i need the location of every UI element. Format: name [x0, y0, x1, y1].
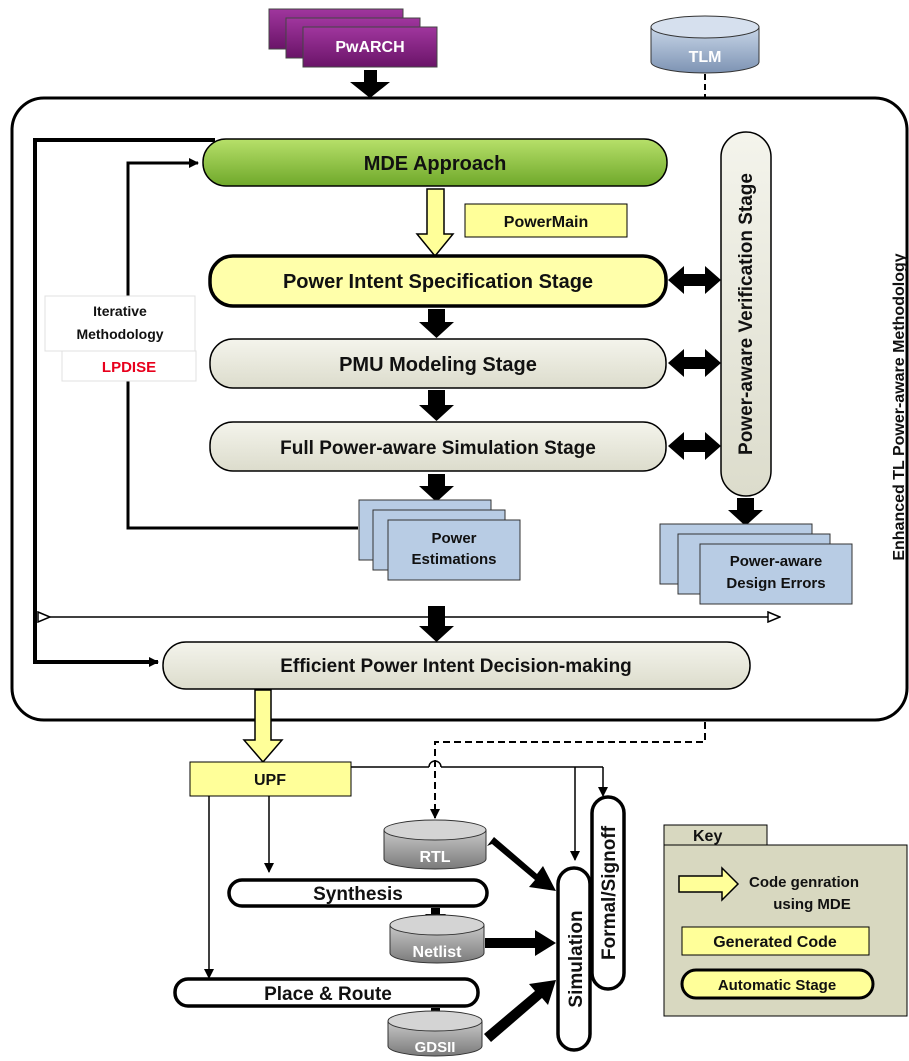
estimations-line1: Power — [431, 530, 476, 547]
errors-line2: Design Errors — [726, 575, 825, 592]
key-arrow-line2: using MDE — [773, 896, 851, 913]
gdsii-label: GDSII — [415, 1039, 456, 1056]
bidir-arrow-sim — [668, 432, 721, 460]
estimations-line2: Estimations — [411, 551, 496, 568]
pmu-modeling-stage: PMU Modeling Stage — [209, 338, 667, 389]
netlist-database: Netlist — [389, 914, 485, 964]
arrow-intent-to-pmu — [419, 309, 454, 338]
iterative-line2: Methodology — [76, 326, 163, 342]
pmu-modeling-label: PMU Modeling Stage — [339, 354, 537, 376]
simulation-label: Simulation — [566, 910, 587, 1007]
upf-label: UPF — [254, 772, 286, 789]
tlm-label: TLM — [689, 49, 722, 66]
mde-approach-label: MDE Approach — [364, 153, 507, 175]
bidir-arrow-intent — [668, 266, 721, 294]
verification-label: Power-aware Verification Stage — [736, 173, 757, 455]
key-generated-swatch — [681, 926, 870, 956]
design-errors-stack: Power-aware Design Errors — [659, 523, 853, 605]
key-generated-label: Generated Code — [713, 934, 837, 951]
lpdise-label: LPDISE — [102, 359, 156, 376]
decision-making-stage: Efficient Power Intent Decision-making — [162, 641, 751, 690]
mde-approach-stage: MDE Approach — [202, 138, 668, 187]
place-route-stage: Place & Route — [173, 977, 480, 1008]
formal-signoff-label: Formal/Signoff — [599, 825, 620, 960]
synthesis-label: Synthesis — [313, 884, 403, 905]
key-automatic-label: Automatic Stage — [718, 977, 836, 994]
methodology-label: Enhanced TL Power-aware Methodology — [891, 253, 908, 560]
place-route-label: Place & Route — [264, 984, 392, 1005]
formal-signoff-stage: Formal/Signoff — [590, 795, 626, 991]
mde-generation-arrow — [415, 188, 455, 258]
pwarch-label: PwARCH — [335, 39, 404, 56]
tlm-database: TLM — [650, 15, 760, 74]
gdsii-database: GDSII — [387, 1010, 483, 1057]
arrow-gdsii-to-sim — [484, 980, 556, 1042]
power-estimations-stack: Power Estimations — [358, 499, 521, 581]
decision-making-label: Efficient Power Intent Decision-making — [280, 656, 632, 677]
key-arrow-line1: Code genration — [749, 874, 859, 891]
iterative-line1: Iterative — [93, 303, 147, 319]
powermain-label: PowerMain — [504, 214, 588, 231]
powermain-code-box: PowerMain — [464, 203, 628, 238]
full-simulation-stage: Full Power-aware Simulation Stage — [209, 421, 667, 472]
rtl-database: RTL — [383, 819, 487, 870]
iterative-methodology-box: Iterative Methodology LPDISE — [44, 295, 197, 382]
power-intent-label: Power Intent Specification Stage — [283, 271, 593, 293]
pwarch-arrow — [350, 70, 390, 98]
key-mde-arrow-icon — [678, 866, 740, 902]
key-title: Key — [693, 828, 722, 845]
rtl-label: RTL — [419, 849, 450, 866]
simulation-stage: Simulation — [556, 866, 592, 1052]
arrow-rtl-to-sim — [487, 837, 556, 891]
netlist-label: Netlist — [413, 944, 463, 961]
tlm-dashed-to-rtl — [430, 722, 706, 819]
arrow-sim-to-estimations — [419, 474, 454, 502]
bidir-arrow-pmu — [668, 349, 721, 377]
upf-code-box: UPF — [189, 761, 352, 797]
verification-stage: Power-aware Verification Stage — [720, 131, 772, 497]
key-automatic-swatch — [680, 968, 875, 1000]
arrow-pmu-to-sim — [419, 390, 454, 421]
upf-line-hop — [428, 760, 442, 768]
arrow-to-decision — [419, 606, 454, 642]
errors-line1: Power-aware — [730, 553, 823, 570]
full-simulation-label: Full Power-aware Simulation Stage — [280, 438, 596, 459]
methodology-container — [10, 96, 909, 722]
pwarch-document-stack: PwARCH — [268, 8, 438, 68]
outer-loop-line — [33, 138, 215, 667]
upf-generation-arrow — [242, 689, 284, 764]
arrow-netlist-to-sim — [485, 930, 556, 956]
synthesis-stage: Synthesis — [227, 878, 489, 908]
arrow-verification-to-errors — [728, 498, 763, 526]
legend-key: Key Code genration using MDE Generated C… — [663, 824, 908, 1017]
power-intent-stage: Power Intent Specification Stage — [208, 254, 668, 308]
